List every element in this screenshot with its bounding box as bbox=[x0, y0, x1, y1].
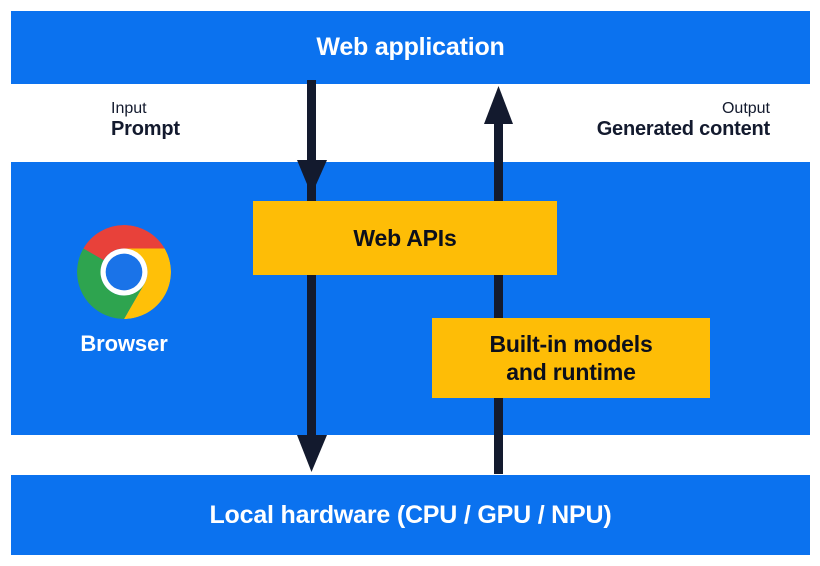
input-flow-label: Input Prompt bbox=[111, 100, 180, 140]
box-built-in-models[interactable]: Built-in models and runtime bbox=[432, 318, 710, 398]
box-built-in-models-label: Built-in models and runtime bbox=[489, 330, 652, 386]
input-value-label: Prompt bbox=[111, 117, 180, 140]
browser-label: Browser bbox=[80, 331, 168, 356]
band-web-application-label: Web application bbox=[316, 33, 505, 61]
box-web-apis[interactable]: Web APIs bbox=[253, 201, 557, 275]
band-web-application: Web application bbox=[11, 11, 810, 84]
browser-identity-group: Browser bbox=[46, 225, 202, 357]
band-local-hardware: Local hardware (CPU / GPU / NPU) bbox=[11, 475, 810, 555]
box-built-in-models-line2: and runtime bbox=[506, 359, 636, 385]
output-kind-label: Output bbox=[721, 100, 770, 117]
box-built-in-models-line1: Built-in models bbox=[489, 330, 653, 357]
arrow-up-icon bbox=[484, 86, 513, 474]
output-value-label: Generated content bbox=[596, 117, 771, 140]
band-local-hardware-label: Local hardware (CPU / GPU / NPU) bbox=[209, 500, 612, 529]
input-kind-label: Input bbox=[111, 100, 147, 117]
arrow-down-icon bbox=[297, 80, 327, 472]
box-web-apis-label: Web APIs bbox=[353, 224, 457, 251]
chrome-logo-icon bbox=[77, 225, 171, 319]
output-flow-label: Output Generated content bbox=[596, 100, 771, 140]
